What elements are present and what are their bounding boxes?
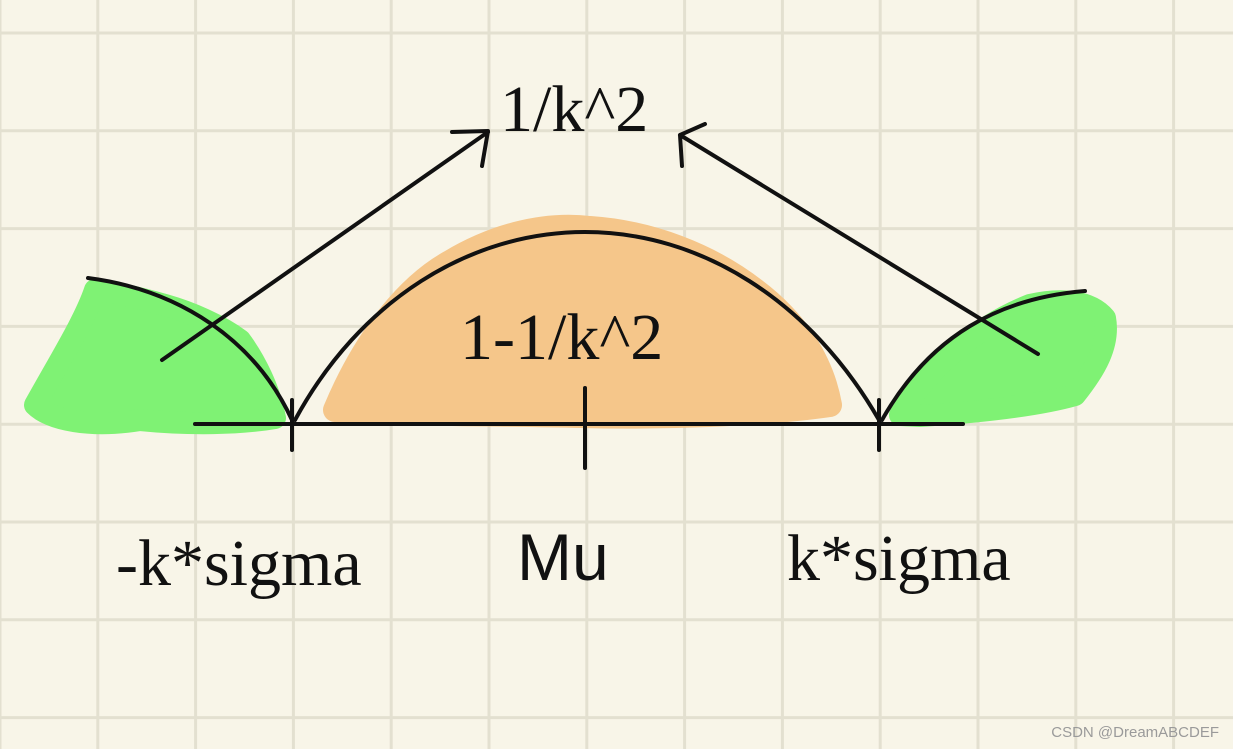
watermark-text: CSDN @DreamABCDEF	[1051, 724, 1219, 741]
mean-label: Mu	[517, 520, 609, 594]
tail-probability-label: 1/k^2	[500, 73, 648, 146]
left-tail-shade	[24, 279, 286, 435]
center-bell-curve	[293, 229, 881, 422]
right-arrow-shaft	[678, 133, 1040, 356]
left-arrow-shaft	[160, 130, 490, 362]
center-probability-label: 1-1/k^2	[460, 301, 663, 374]
left-bound-label: -k*sigma	[116, 527, 362, 600]
center-area-shade	[323, 214, 842, 429]
right-bound-label: k*sigma	[787, 522, 1011, 595]
right-tail-shade	[889, 290, 1117, 427]
right-arrow-head	[678, 122, 707, 168]
left-arrow-head	[450, 129, 490, 168]
left-tail-curve	[86, 276, 294, 422]
right-tail-curve	[880, 289, 1087, 422]
